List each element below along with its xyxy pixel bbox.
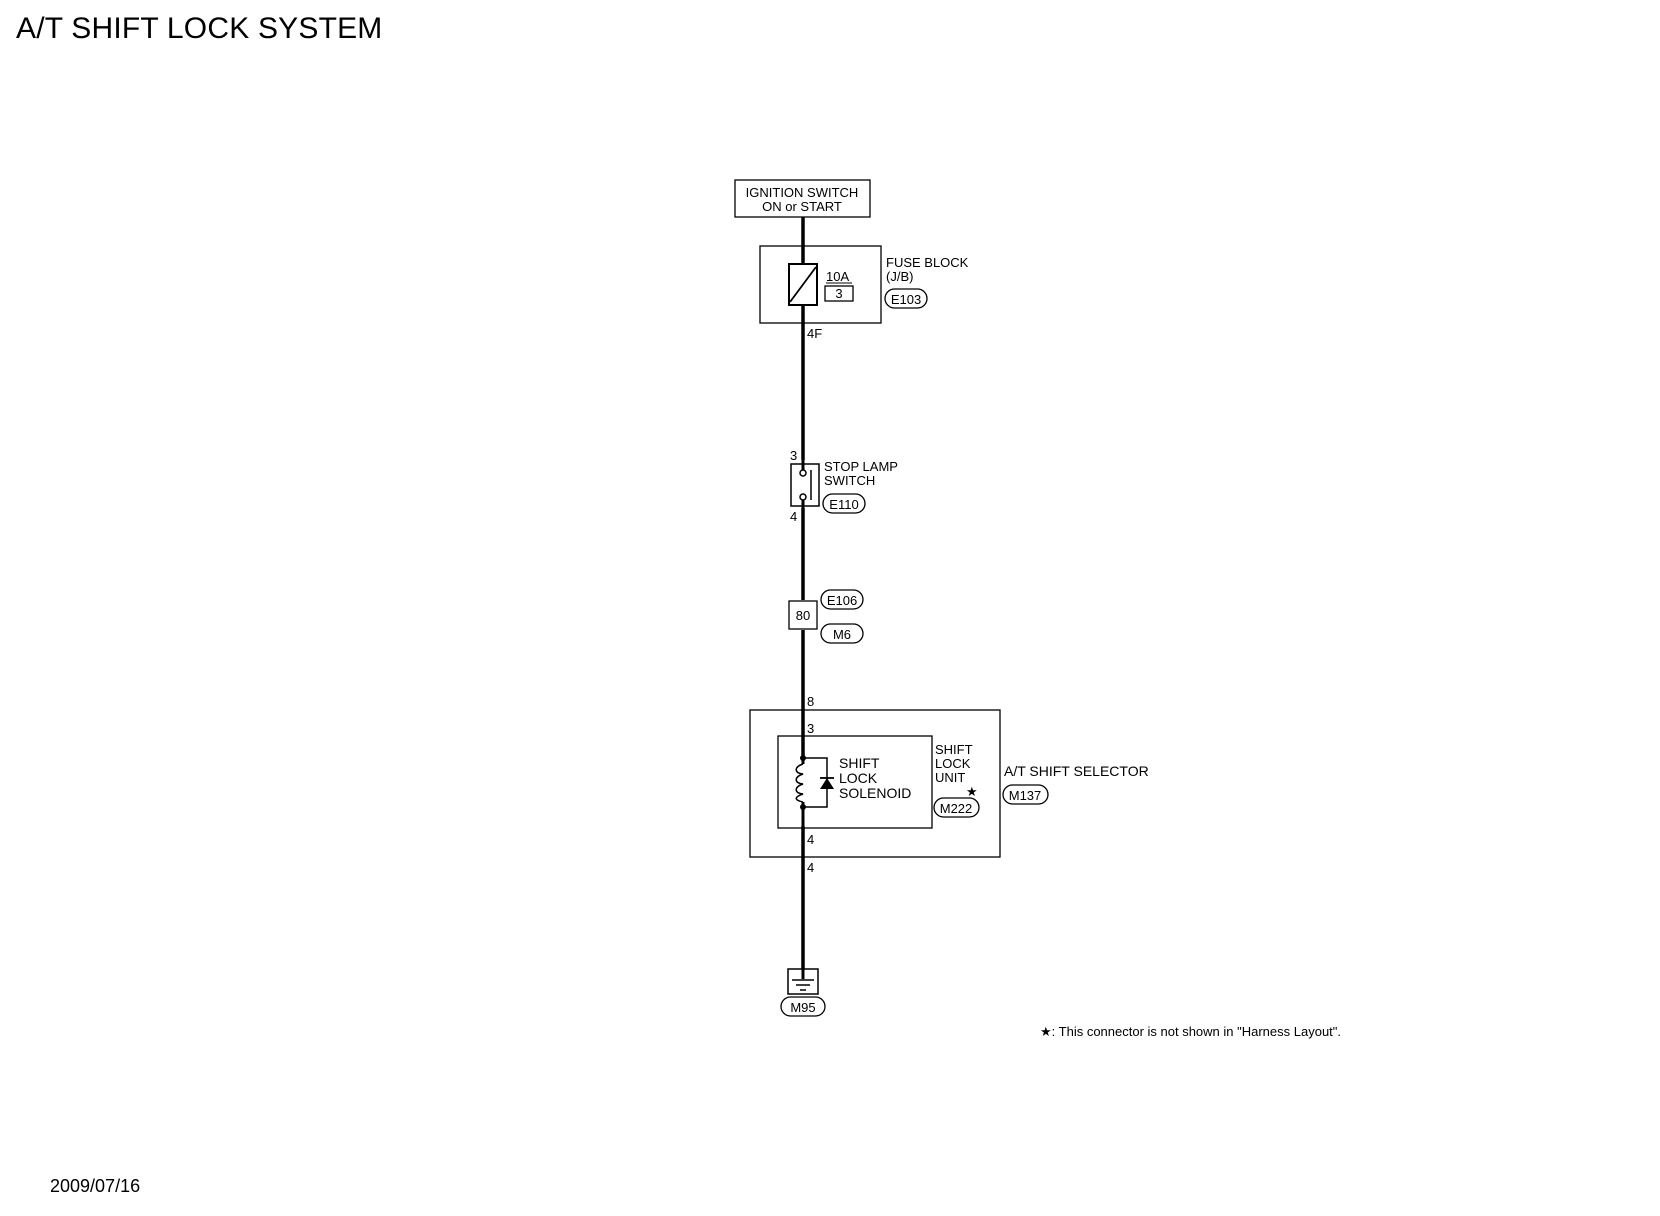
fuse-block: 10A 3 FUSE BLOCK (J/B) E103 4F	[759, 245, 969, 341]
fuse-rating: 10A	[826, 269, 849, 284]
shift-lock-unit-line2: LOCK	[935, 756, 971, 771]
fuse-number: 3	[835, 286, 842, 301]
harness-footnote: ★: This connector is not shown in "Harne…	[1040, 1024, 1341, 1039]
connector-m222: M222	[940, 801, 973, 816]
ignition-mode-label: ON or START	[762, 199, 842, 214]
print-date: 2009/07/16	[50, 1176, 141, 1196]
connector-m6: M6	[833, 627, 851, 642]
stop-lamp-pin-out: 4	[790, 509, 797, 524]
ground-icon	[792, 979, 814, 991]
shift-lock-solenoid-icon	[795, 755, 828, 826]
shift-lock-unit-box	[777, 735, 933, 829]
shift-lock-unit-line3: UNIT	[935, 770, 965, 785]
selector-pin-in: 8	[807, 694, 814, 709]
connector-e110: E110	[829, 497, 858, 512]
solenoid-line1: SHIFT	[839, 755, 880, 771]
solenoid-line3: SOLENOID	[839, 785, 911, 801]
fuse-icon	[789, 266, 817, 303]
unit-pin-in: 3	[807, 721, 814, 736]
ground: M95	[780, 968, 826, 1017]
page-title: A/T SHIFT LOCK SYSTEM	[16, 12, 383, 45]
joint-pin: 80	[796, 608, 810, 623]
at-shift-selector: 8 4 A/T SHIFT SELECTOR M137 3 4 SHIFT LO…	[749, 694, 1149, 875]
ignition-switch-box: IGNITION SWITCH ON or START	[734, 179, 871, 218]
fuse-block-name: FUSE BLOCK	[886, 255, 969, 270]
stop-lamp-name: STOP LAMP	[824, 459, 898, 474]
joint-connector: 80 E106 M6	[788, 589, 864, 644]
shift-selector-name: A/T SHIFT SELECTOR	[1004, 763, 1149, 779]
shift-lock-unit-line1: SHIFT	[935, 742, 973, 757]
stop-lamp-pin-in: 3	[790, 448, 797, 463]
connector-e106: E106	[827, 593, 857, 608]
diode-icon	[820, 777, 834, 789]
connector-e103: E103	[891, 292, 921, 307]
connector-m95: M95	[790, 1000, 815, 1015]
fuse-out-pin: 4F	[807, 326, 822, 341]
ignition-switch-label: IGNITION SWITCH	[746, 185, 859, 200]
solenoid-line2: LOCK	[839, 770, 878, 786]
not-in-layout-star-icon: ★	[966, 784, 978, 799]
stop-lamp-switch-label: SWITCH	[824, 473, 875, 488]
connector-m137: M137	[1009, 788, 1042, 803]
stop-lamp-switch: 3 4 STOP LAMP SWITCH E110	[790, 448, 898, 524]
selector-pin-out: 4	[807, 860, 814, 875]
fuse-block-jb: (J/B)	[886, 269, 913, 284]
unit-pin-out: 4	[807, 832, 814, 847]
